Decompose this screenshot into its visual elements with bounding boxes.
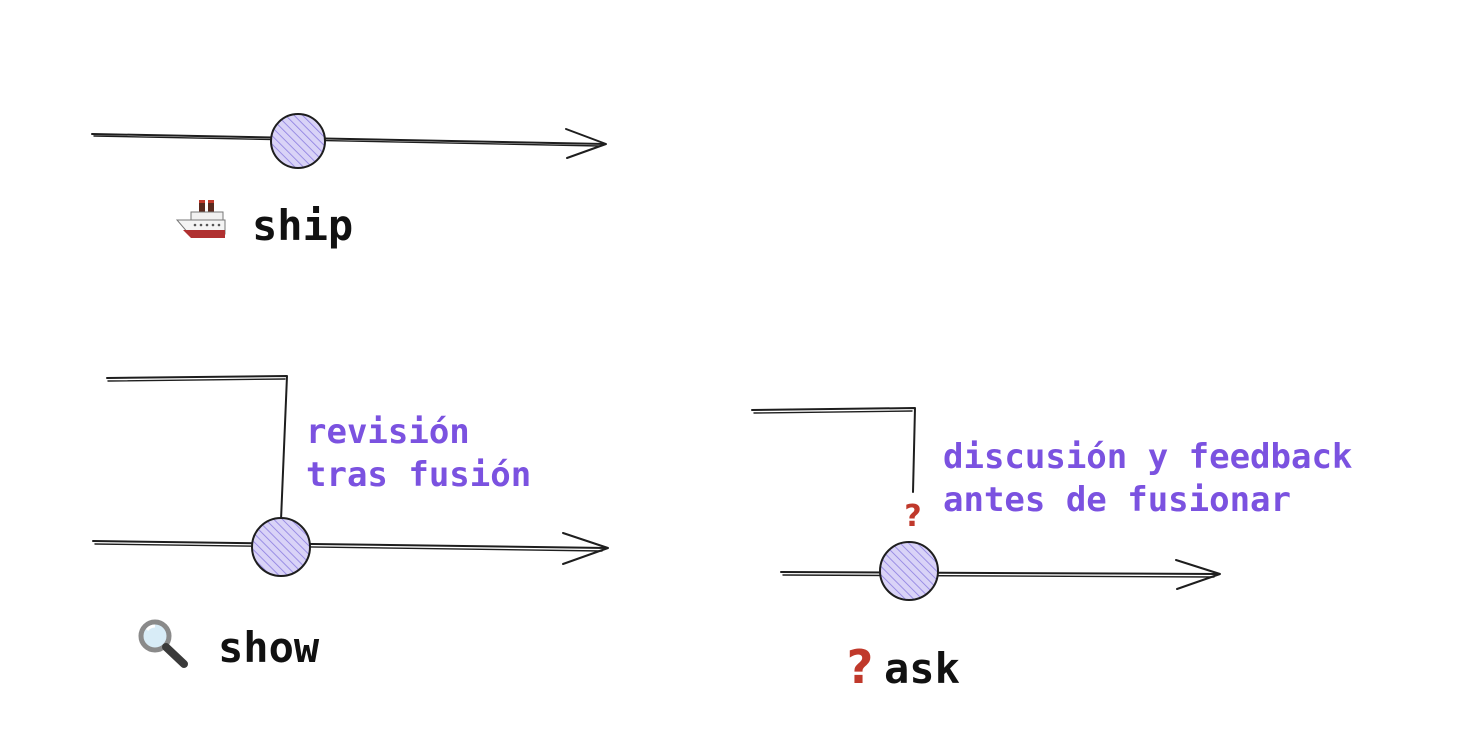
magnifier-icon	[138, 619, 188, 668]
ship-icon	[175, 200, 226, 238]
show-diagram: revisión tras fusión show	[92, 375, 609, 672]
ask-diagram: ? discusión y feedback antes de fusionar…	[751, 407, 1352, 694]
ship-diagram: ship	[91, 113, 607, 250]
show-note-line1: revisión	[306, 412, 470, 452]
ask-pending-question-mark: ?	[904, 499, 921, 534]
show-note-line2: tras fusión	[306, 455, 531, 495]
ask-commit-node	[879, 541, 939, 601]
ship-label: ship	[252, 201, 353, 250]
ship-commit-node	[270, 113, 326, 169]
question-mark-icon: ?	[847, 640, 874, 694]
ask-note-line1: discusión y feedback	[943, 437, 1352, 477]
show-main-branch-arrow	[92, 532, 609, 565]
svg-text:?: ?	[847, 640, 874, 694]
ask-main-branch-arrow	[780, 559, 1221, 590]
show-label: show	[218, 623, 320, 672]
show-feature-branch	[106, 375, 288, 521]
ask-feature-branch	[751, 407, 916, 493]
ask-label: ask	[884, 644, 960, 693]
show-commit-node	[251, 517, 311, 577]
ship-main-branch-arrow	[91, 128, 607, 159]
ask-note-line2: antes de fusionar	[943, 480, 1291, 520]
